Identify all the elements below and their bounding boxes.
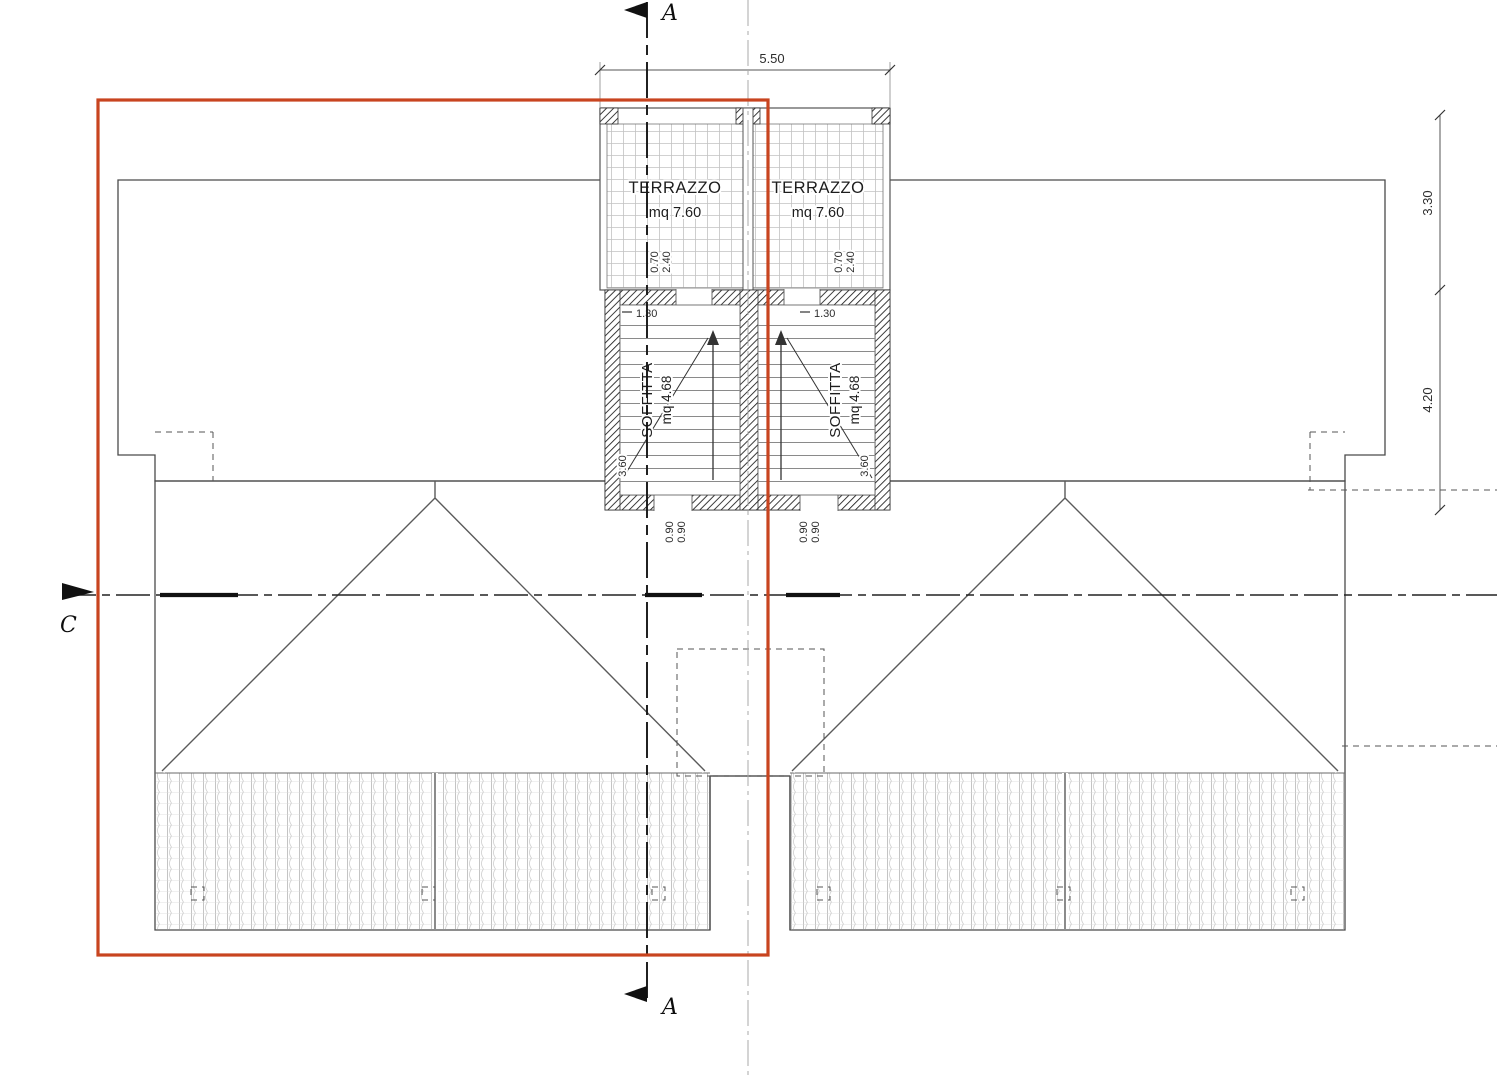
parapet-pier (871, 107, 891, 125)
section-line-c: C (60, 583, 1497, 638)
section-a-arrow-top-icon (624, 2, 647, 18)
stair-break-line-left (622, 337, 709, 479)
unit-highlight-box (96, 98, 770, 957)
hip-ridge-lines-left (161, 481, 706, 772)
terrace-right-area: mq 7.60 (792, 205, 844, 221)
dimension-right: 3.30 4.20 (1418, 109, 1446, 516)
section-a-label-top: A (660, 1, 678, 26)
section-a-label-bottom: A (660, 995, 678, 1020)
attic-block: 1.30 SOFFITTA mq 4.68 3.60 0.90 0.90 1.3… (604, 289, 891, 545)
hidden-step-right (1308, 431, 1497, 747)
attic-right-dim-door-a: 0.90 (798, 521, 810, 542)
roof-vent (1056, 886, 1071, 901)
hidden-dormer-outline (676, 648, 825, 777)
section-c-label: C (60, 613, 77, 638)
section-c-arrow-icon (62, 583, 94, 600)
attic-left-dim-side: 3.60 (617, 455, 629, 476)
roof-vent (816, 886, 831, 901)
attic-right-dim-top: 1.30 (814, 308, 835, 320)
hidden-step-left (155, 431, 214, 481)
door-opening-top-left (676, 289, 712, 306)
terrace-left-dim-depth: 0.70 (649, 251, 661, 272)
attic-right-dim-door-b: 0.90 (810, 521, 822, 542)
roof-vent (651, 886, 666, 901)
lower-roof (154, 480, 1346, 931)
dimension-top: 5.50 (594, 49, 896, 107)
terrace-right-dim-width: 2.40 (845, 251, 857, 272)
stair-treads-right (758, 325, 875, 492)
terrace-right-dim-depth: 0.70 (833, 251, 845, 272)
attic-wall-right (874, 289, 891, 511)
door-opening-bottom-right (800, 494, 838, 511)
parapet-pier (599, 107, 619, 125)
roof-vents (190, 886, 1305, 901)
dim-top-width: 5.50 (759, 51, 784, 66)
stair-arrowhead-right (775, 330, 787, 345)
attic-wall-middle (739, 289, 759, 511)
hip-ridge-lines-right (791, 481, 1339, 772)
terrace-left-label: TERRAZZO (629, 179, 722, 197)
attic-left-dim-door-b: 0.90 (676, 521, 688, 542)
terrace-left: TERRAZZO mq 7.60 0.70 2.40 (627, 177, 723, 275)
hip-roof-right (789, 481, 1341, 929)
section-line-a: A A (624, 1, 678, 1020)
terrace-right-label: TERRAZZO (772, 179, 865, 197)
roof-vent (190, 886, 205, 901)
attic-left-label: SOFFITTA (639, 362, 656, 437)
hidden-lines (155, 431, 1497, 777)
roof-vent (421, 886, 436, 901)
stair-arrowhead-left (707, 330, 719, 345)
hip-roof-left (159, 481, 708, 929)
stair-treads-left (620, 325, 740, 492)
attic-right-dim-side: 3.60 (859, 455, 871, 476)
attic-right-area: mq 4.68 (847, 376, 862, 425)
dim-right-lower: 4.20 (1420, 387, 1435, 412)
section-a-arrow-bottom-icon (624, 986, 647, 1002)
terrace-block: TERRAZZO mq 7.60 0.70 2.40 TERRAZZO mq 7… (599, 107, 891, 291)
stairwell-left: 1.30 SOFFITTA mq 4.68 3.60 0.90 0.90 (615, 304, 741, 545)
attic-right-label: SOFFITTA (827, 362, 844, 437)
stair-break-line-right (786, 337, 873, 479)
dim-right-upper: 3.30 (1420, 190, 1435, 215)
attic-left-dim-door-a: 0.90 (664, 521, 676, 542)
terrace-left-dim-width: 2.40 (661, 251, 673, 272)
stairwell-right: 1.30 SOFFITTA mq 4.68 3.60 0.90 0.90 (757, 304, 876, 545)
terrace-left-area: mq 7.60 (649, 205, 701, 221)
door-openings (653, 289, 839, 511)
terrace-right: TERRAZZO mq 7.60 0.70 2.40 (770, 177, 866, 275)
attic-left-area: mq 4.68 (659, 376, 674, 425)
door-opening-bottom-left (654, 494, 692, 511)
center-notch (709, 775, 791, 930)
door-opening-top-right (784, 289, 820, 306)
roof-vent (1290, 886, 1305, 901)
